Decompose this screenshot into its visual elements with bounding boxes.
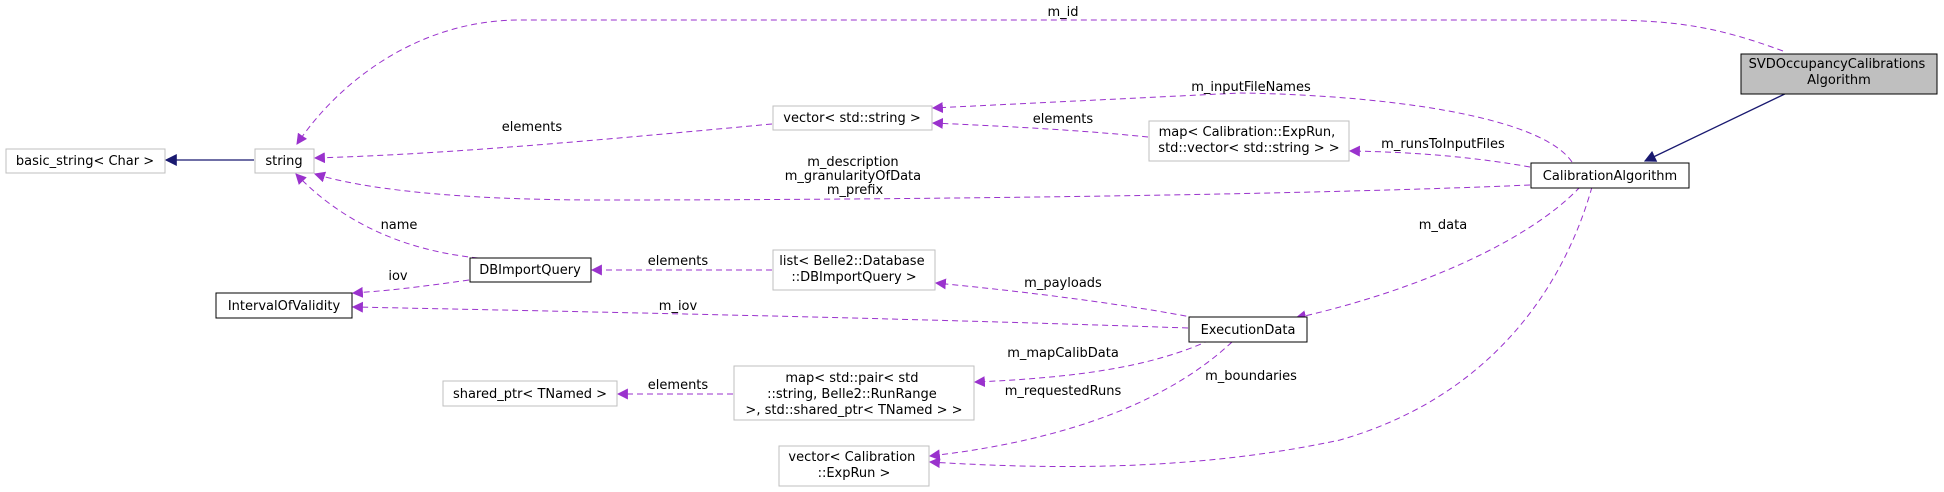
- edge-m-description: [313, 171, 1531, 201]
- edge-m-boundaries: [928, 186, 1593, 469]
- edge-m-id: [296, 19, 1784, 145]
- edge-label-m-input-file-names: m_inputFileNames: [1191, 80, 1311, 95]
- svg-text:CalibrationAlgorithm: CalibrationAlgorithm: [1543, 169, 1677, 184]
- edge-label-m-map-calib-data: m_mapCalibData: [1007, 346, 1119, 361]
- svg-text:vector< Calibration ::: vector< Calibration ::ExpRun >: [788, 450, 919, 481]
- svg-text:shared_ptr< TNamed >: shared_ptr< TNamed >: [453, 387, 607, 402]
- edge-label-m-data: m_data: [1419, 218, 1467, 233]
- node-vector-string[interactable]: vector< std::string >: [772, 105, 933, 131]
- edges: [164, 19, 1792, 469]
- edge-inheritance: [1643, 90, 1792, 162]
- svg-text:string: string: [265, 154, 302, 169]
- edge-m-requested-runs: [928, 341, 1233, 461]
- edge-label-elements-shared: elements: [648, 378, 709, 393]
- svg-text:map< Calibration::ExpRun,: map< Calibration::ExpRun, std::vector< s…: [1158, 125, 1339, 156]
- edge-m-data: [1294, 186, 1581, 322]
- edge-label-name: name: [381, 218, 418, 233]
- edge-label-elements-list-db: elements: [648, 254, 709, 269]
- edge-label-m-iov: m_iov: [659, 299, 698, 314]
- edge-iov: [351, 279, 470, 298]
- edge-m-map-calib-data: [973, 339, 1211, 388]
- edge-label-m-boundaries: m_boundaries: [1205, 369, 1297, 384]
- node-interval-of-validity[interactable]: IntervalOfValidity: [215, 292, 353, 319]
- edge-label-m-requested-runs: m_requestedRuns: [1005, 384, 1122, 399]
- node-basic-string[interactable]: basic_string< Char >: [5, 148, 166, 174]
- edge-label-m-runs-to-input-files: m_runsToInputFiles: [1381, 137, 1505, 152]
- svg-text:SVDOccupancyCalibrations: SVDOccupancyCalibrations Algorithm: [1749, 57, 1930, 88]
- edge-elements-vector-string: [313, 123, 773, 164]
- edge-labels: m_id m_inputFileNames elements elements …: [381, 5, 1505, 399]
- svg-text:ExecutionData: ExecutionData: [1201, 323, 1296, 338]
- node-dbimportquery[interactable]: DBImportQuery: [469, 257, 592, 283]
- node-shared-ptr-tnamed[interactable]: shared_ptr< TNamed >: [442, 380, 618, 407]
- svg-text:vector< std::string >: vector< std::string >: [783, 111, 920, 126]
- edge-label-elements-vector-string: elements: [502, 120, 563, 135]
- node-svd-occupancy-calibrations-algorithm[interactable]: SVDOccupancyCalibrations Algorithm: [1740, 53, 1938, 95]
- edge-label-iov: iov: [388, 269, 408, 284]
- node-execution-data[interactable]: ExecutionData: [1188, 316, 1308, 343]
- node-map-exprun-vector[interactable]: map< Calibration::ExpRun, std::vector< s…: [1148, 120, 1350, 162]
- svg-text:IntervalOfValidity: IntervalOfValidity: [228, 299, 341, 314]
- edge-label-elements-map-vector: elements: [1033, 112, 1094, 127]
- edge-label-m-description: m_description m_granularityOfData m_pref…: [785, 155, 926, 198]
- edge-name: [295, 173, 479, 259]
- svg-text:DBImportQuery: DBImportQuery: [479, 263, 581, 278]
- node-calibration-algorithm[interactable]: CalibrationAlgorithm: [1530, 162, 1690, 189]
- edge-label-m-id: m_id: [1047, 5, 1078, 20]
- edge-m-runs-to-input-files: [1348, 145, 1531, 168]
- svg-text:map< std::pair< std ::: map< std::pair< std ::string, Belle2::Ru…: [745, 371, 962, 418]
- node-map-pair-shared-ptr[interactable]: map< std::pair< std ::string, Belle2::Ru…: [733, 365, 975, 421]
- edge-label-m-payloads: m_payloads: [1024, 276, 1102, 291]
- nodes: SVDOccupancyCalibrations Algorithm Calib…: [5, 53, 1938, 487]
- edge-m-payloads: [934, 278, 1197, 319]
- edge-m-iov: [351, 301, 1189, 329]
- node-vector-exprun[interactable]: vector< Calibration ::ExpRun >: [778, 445, 930, 487]
- svg-text:basic_string< Char >: basic_string< Char >: [16, 154, 154, 169]
- node-string[interactable]: string: [254, 148, 315, 174]
- node-list-dbimportquery[interactable]: list< Belle2::Database ::DBImportQuery >: [772, 249, 936, 291]
- svg-text:list< Belle2::Database: list< Belle2::Database ::DBImportQuery >: [779, 254, 928, 285]
- edge-elements-map-vector: [931, 117, 1149, 138]
